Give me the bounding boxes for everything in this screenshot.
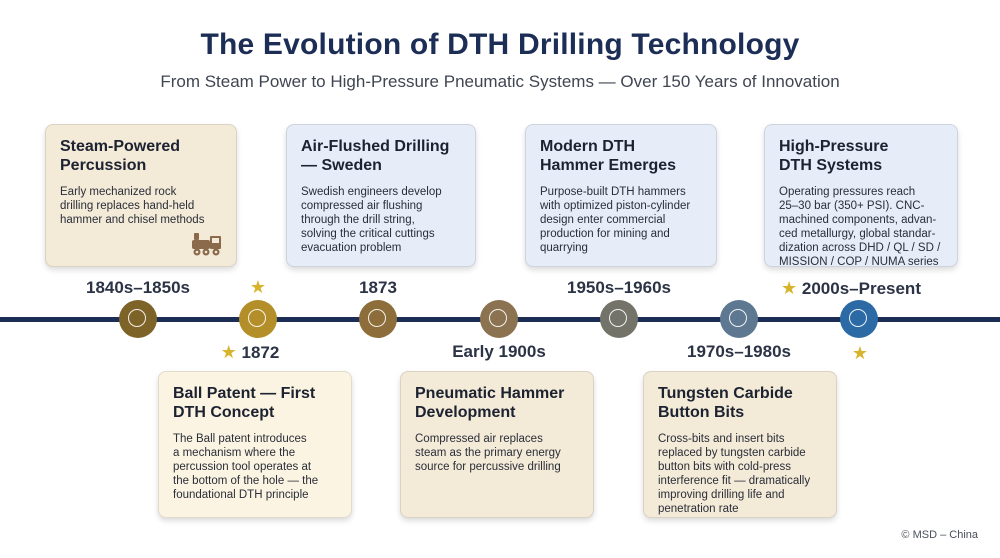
copyright-footer: © MSD – China — [901, 529, 978, 541]
milestone-description: Purpose-built DTH hammers with optimized… — [540, 186, 691, 254]
milestone-title: Steam-Powered Percussion — [60, 138, 181, 174]
milestone-description: Operating pressures reach 25–30 bar (350… — [779, 186, 941, 268]
steam-locomotive-icon — [192, 233, 221, 256]
milestone-card-ball-patent: Ball Patent — First DTH Concept The Ball… — [158, 371, 352, 518]
milestone-description: Swedish engineers develop compressed air… — [301, 186, 442, 254]
timeline-node-1873 — [359, 300, 397, 338]
milestone-title: Modern DTH Hammer Emerges — [540, 138, 677, 174]
milestone-description: Early mechanized rock drilling replaces … — [60, 186, 205, 226]
page-title: The Evolution of DTH Drilling Technology — [200, 28, 800, 61]
star-icon: ★ — [249, 277, 267, 297]
milestone-title: Pneumatic Hammer Development — [415, 385, 565, 421]
star-icon: ★ — [220, 342, 237, 362]
star-icon: ★ — [851, 343, 869, 363]
milestone-description: Cross-bits and insert bits replaced by t… — [658, 433, 811, 515]
milestone-card-tungsten-carbide: Tungsten Carbide Button Bits Cross-bits … — [643, 371, 837, 518]
era-label-1873: 1873 — [359, 278, 397, 297]
star-icon: ★ — [781, 278, 798, 298]
milestone-card-steam-powered: Steam-Powered Percussion Early mechanize… — [45, 124, 237, 267]
era-label-text: 2000s–Present — [801, 279, 921, 298]
era-label-1970s: 1970s–1980s — [686, 342, 792, 361]
page-subtitle: From Steam Power to High-Pressure Pneuma… — [160, 72, 840, 91]
timeline-node-1950s — [600, 300, 638, 338]
milestone-card-pneumatic-hammer: Pneumatic Hammer Development Compressed … — [400, 371, 594, 518]
milestone-card-high-pressure: High-Pressure DTH Systems Operating pres… — [764, 124, 958, 268]
era-label-early-1900s: Early 1900s — [452, 342, 546, 361]
era-label-1872: ★ 1872 — [221, 342, 280, 363]
timeline-node-2000s — [840, 300, 878, 338]
milestone-card-air-flushed: Air-Flushed Drilling — Sweden Swedish en… — [286, 124, 476, 267]
timeline-node-1872 — [239, 300, 277, 338]
timeline-node-1840s — [119, 300, 157, 338]
timeline-node-1970s — [720, 300, 758, 338]
timeline-node-early-1900s — [480, 300, 518, 338]
era-label-1950s: 1950s–1960s — [566, 278, 672, 297]
era-label-1840s: 1840s–1850s — [85, 278, 191, 297]
milestone-title: Air-Flushed Drilling — Sweden — [301, 138, 450, 174]
era-label-text: 1872 — [241, 343, 280, 362]
milestone-card-modern-dth: Modern DTH Hammer Emerges Purpose-built … — [525, 124, 717, 267]
milestone-title: Ball Patent — First DTH Concept — [173, 385, 316, 421]
milestone-description: Compressed air replaces steam as the pri… — [415, 433, 561, 473]
era-label-2000s: ★ 2000s–Present — [781, 278, 921, 299]
milestone-description: The Ball patent introduces a mechanism w… — [173, 433, 319, 501]
milestone-title: High-Pressure DTH Systems — [779, 138, 889, 174]
milestone-title: Tungsten Carbide Button Bits — [658, 385, 793, 421]
